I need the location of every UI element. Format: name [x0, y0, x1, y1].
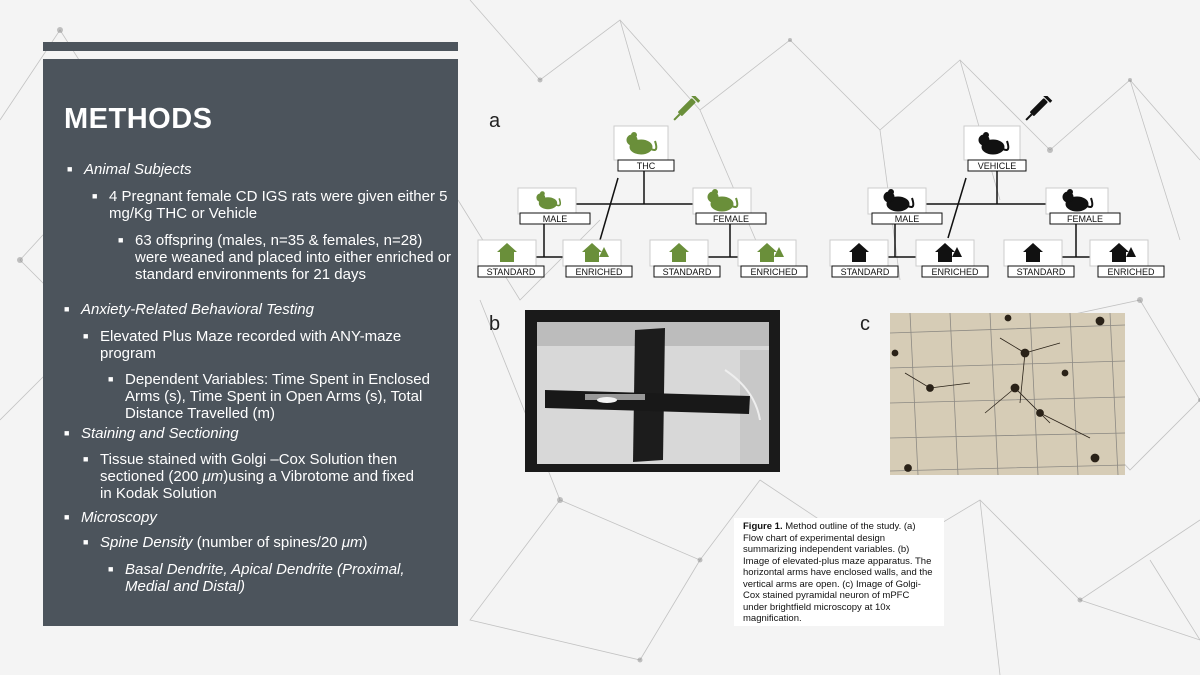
- accent-bar: [43, 42, 458, 51]
- bullet-icon: ■: [83, 454, 89, 464]
- svg-text:ENRICHED: ENRICHED: [931, 267, 979, 277]
- list-item: ■Basal Dendrite, Apical Dendrite (Proxim…: [108, 561, 405, 595]
- bullet-icon: ■: [83, 537, 89, 547]
- thc-female-node: FEMALE: [692, 187, 767, 225]
- bullet-icon: ■: [108, 374, 114, 384]
- bullet-icon: ■: [64, 304, 70, 314]
- sex-label: FEMALE: [1067, 214, 1103, 224]
- vehicle-female-node: FEMALE: [1045, 187, 1121, 225]
- list-item: ■4 Pregnant female CD IGS rats were give…: [92, 188, 448, 222]
- thc-label: THC: [637, 161, 656, 171]
- golgi-cox-neuron-image: [890, 313, 1125, 475]
- bullet-icon: ■: [118, 235, 124, 245]
- panel-label-a: a: [489, 110, 501, 132]
- methods-panel: METHODS ■Animal Subjects ■4 Pregnant fem…: [43, 59, 458, 626]
- bullet-icon: ■: [64, 428, 70, 438]
- svg-text:STANDARD: STANDARD: [841, 267, 890, 277]
- vehicle-female-enriched-node: ENRICHED: [1089, 239, 1165, 278]
- experimental-design-flowchart: THC VEHICLE MALE FEMALE MALE FEMALE: [477, 96, 1165, 278]
- vehicle-female-standard-node: STANDARD: [1003, 239, 1075, 278]
- vehicle-label: VEHICLE: [978, 161, 1017, 171]
- list-item: ■Spine Density (number of spines/20 μm): [83, 534, 368, 551]
- environment-nodes: STANDARD ENRICHED STANDARD ENRICHED ST: [477, 239, 1165, 278]
- svg-text:ENRICHED: ENRICHED: [1107, 267, 1155, 277]
- caption-heading: Figure 1.: [743, 521, 783, 532]
- vehicle-male-enriched-node: ENRICHED: [915, 239, 989, 278]
- list-item: ■Microscopy: [64, 509, 157, 526]
- vehicle-male-standard-node: STANDARD: [829, 239, 899, 278]
- svg-text:STANDARD: STANDARD: [663, 267, 712, 277]
- list-item: ■Staining and Sectioning: [64, 425, 239, 442]
- sex-label: FEMALE: [713, 214, 749, 224]
- panel-label-c: c: [860, 313, 870, 335]
- list-item: ■Dependent Variables: Time Spent in Encl…: [108, 371, 430, 422]
- svg-text:ENRICHED: ENRICHED: [575, 267, 623, 277]
- list-item: ■Anxiety-Related Behavioral Testing: [64, 301, 314, 318]
- thc-male-standard-node: STANDARD: [477, 239, 545, 278]
- bullet-icon: ■: [64, 512, 70, 522]
- sex-label: MALE: [543, 214, 568, 224]
- vehicle-group-node: VEHICLE: [963, 96, 1053, 172]
- page-title: METHODS: [64, 103, 213, 135]
- figure-caption: Figure 1. Method outline of the study. (…: [734, 518, 944, 626]
- list-item: ■Tissue stained with Golgi –Cox Solution…: [83, 451, 414, 502]
- thc-female-enriched-node: ENRICHED: [737, 239, 808, 278]
- svg-text:ENRICHED: ENRICHED: [750, 267, 798, 277]
- thc-group-node: THC: [613, 96, 701, 172]
- list-item: ■Elevated Plus Maze recorded with ANY-ma…: [83, 328, 402, 362]
- svg-text:STANDARD: STANDARD: [487, 267, 536, 277]
- panel-label-b: b: [489, 313, 501, 335]
- thc-male-enriched-node: ENRICHED: [562, 239, 633, 278]
- bullet-icon: ■: [92, 191, 98, 201]
- thc-female-standard-node: STANDARD: [649, 239, 721, 278]
- bullet-icon: ■: [108, 564, 114, 574]
- list-item: ■63 offspring (males, n=35 & females, n=…: [118, 232, 452, 283]
- thc-male-node: MALE: [517, 187, 591, 225]
- bullet-icon: ■: [67, 164, 73, 174]
- plus-maze-photo: [525, 310, 780, 472]
- vehicle-male-node: MALE: [867, 187, 943, 225]
- svg-text:STANDARD: STANDARD: [1017, 267, 1066, 277]
- sex-label: MALE: [895, 214, 920, 224]
- caption-text: Method outline of the study. (a) Flow ch…: [743, 521, 933, 624]
- list-item: ■Animal Subjects: [67, 161, 192, 178]
- bullet-icon: ■: [83, 331, 89, 341]
